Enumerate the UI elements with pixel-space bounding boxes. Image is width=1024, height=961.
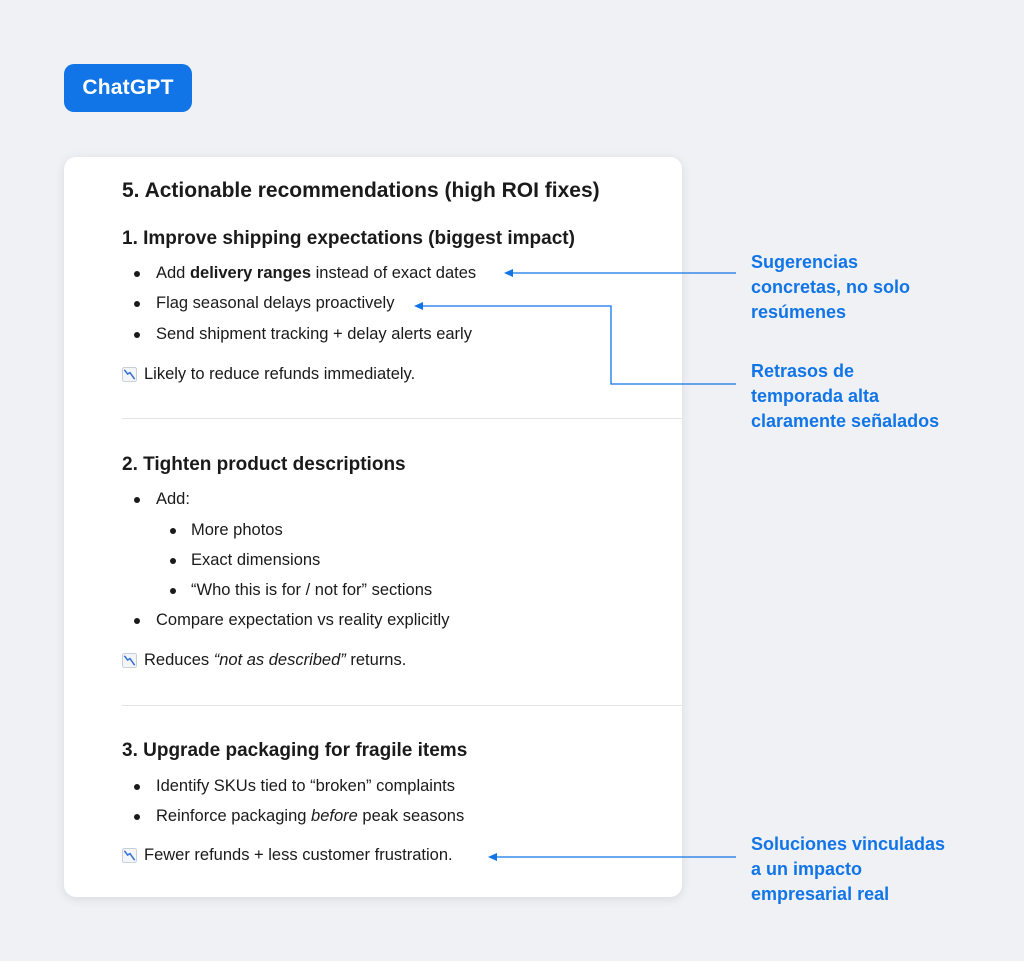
impact-italic-text: “not as described” bbox=[213, 651, 346, 669]
bullet-icon bbox=[170, 588, 176, 594]
response-card: 5. Actionable recommendations (high ROI … bbox=[64, 157, 682, 897]
chart-decreasing-icon bbox=[122, 367, 137, 382]
list-item: Flag seasonal delays proactively bbox=[156, 294, 395, 312]
annotation-line: temporada alta bbox=[751, 386, 880, 406]
list-item: Identify SKUs tied to “broken” complaint… bbox=[156, 777, 455, 795]
impact-text: Fewer refunds + less customer frustratio… bbox=[144, 846, 453, 864]
divider bbox=[122, 418, 682, 419]
arrow-line-2 bbox=[422, 305, 736, 385]
sub-list-item: Exact dimensions bbox=[191, 551, 321, 569]
item-text: Add bbox=[156, 264, 190, 282]
arrowhead-icon bbox=[504, 269, 513, 277]
arrowhead-icon bbox=[488, 853, 497, 861]
chatgpt-badge: ChatGPT bbox=[64, 64, 192, 112]
annotation-line: resúmenes bbox=[751, 302, 847, 322]
impact-text: Reduces “not as described” returns. bbox=[144, 651, 406, 670]
list-item: Add: bbox=[156, 490, 190, 508]
bullet-icon bbox=[134, 301, 140, 307]
annotation-line: Soluciones vinculadas bbox=[751, 834, 946, 854]
chart-decreasing-icon bbox=[122, 848, 137, 863]
rec-heading-3: 3. Upgrade packaging for fragile items bbox=[122, 740, 468, 761]
annotation-line: claramente señalados bbox=[751, 411, 940, 431]
bullet-icon bbox=[170, 558, 176, 564]
sub-list-item: More photos bbox=[191, 521, 283, 539]
annotation-seasonal-delays: Retrasos de temporada alta claramente se… bbox=[751, 359, 939, 434]
bullet-icon bbox=[134, 618, 140, 624]
list-item: Add delivery ranges instead of exact dat… bbox=[156, 264, 476, 283]
rec-heading-2: 2. Tighten product descriptions bbox=[122, 454, 406, 475]
bullet-icon bbox=[134, 332, 140, 338]
impact-text: Likely to reduce refunds immediately. bbox=[144, 365, 416, 383]
annotation-line: Sugerencias bbox=[751, 252, 859, 272]
annotation-line: concretas, no solo bbox=[751, 277, 911, 297]
bullet-icon bbox=[134, 271, 140, 277]
annotation-line: empresarial real bbox=[751, 884, 890, 904]
bullet-icon bbox=[134, 784, 140, 790]
section-title: 5. Actionable recommendations (high ROI … bbox=[122, 179, 600, 202]
list-item: Reinforce packaging before peak seasons bbox=[156, 807, 464, 826]
divider bbox=[122, 705, 682, 706]
bullet-icon bbox=[134, 497, 140, 503]
annotation-line: a un impacto bbox=[751, 859, 863, 879]
item-italic-text: before bbox=[311, 807, 358, 825]
arrowhead-icon bbox=[414, 302, 423, 310]
list-item: Compare expectation vs reality explicitl… bbox=[156, 611, 450, 629]
list-item: Send shipment tracking + delay alerts ea… bbox=[156, 325, 472, 343]
annotation-concrete-suggestions: Sugerencias concretas, no solo resúmenes bbox=[751, 250, 910, 325]
chart-decreasing-icon bbox=[122, 653, 137, 668]
annotation-business-impact: Soluciones vinculadas a un impacto empre… bbox=[751, 832, 945, 907]
annotation-line: Retrasos de bbox=[751, 361, 855, 381]
item-text: peak seasons bbox=[357, 807, 465, 825]
item-text: Reinforce packaging bbox=[156, 807, 312, 825]
impact-text-part: Reduces bbox=[144, 651, 214, 669]
bullet-icon bbox=[170, 528, 176, 534]
bullet-icon bbox=[134, 814, 140, 820]
item-text: instead of exact dates bbox=[311, 264, 477, 282]
item-bold-text: delivery ranges bbox=[189, 264, 312, 282]
rec-heading-1: 1. Improve shipping expectations (bigges… bbox=[122, 228, 575, 249]
impact-text-part: returns. bbox=[345, 651, 407, 669]
sub-list-item: “Who this is for / not for” sections bbox=[191, 581, 433, 599]
